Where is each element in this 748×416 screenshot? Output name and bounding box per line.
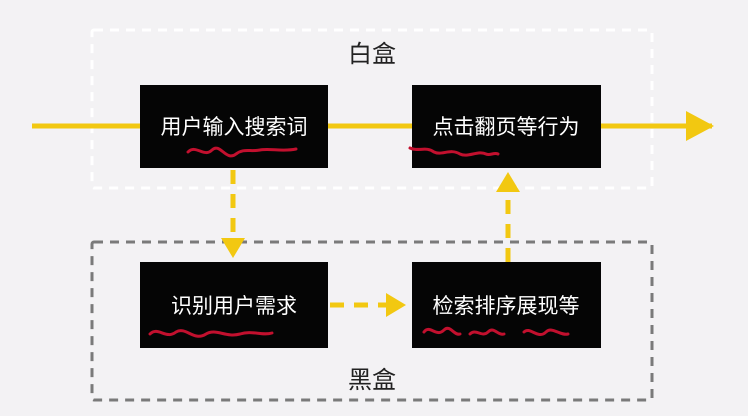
node-retrieval-ranking: 检索排序展现等 xyxy=(412,262,601,348)
node-retrieval-ranking-label: 检索排序展现等 xyxy=(433,294,580,318)
arrow-retrieval-to-actions-head xyxy=(496,172,520,192)
node-identify-needs: 识别用户需求 xyxy=(140,262,328,348)
node-user-input-underline xyxy=(186,146,298,158)
node-identify-needs-underline xyxy=(148,329,274,338)
node-user-actions-label: 点击翻页等行为 xyxy=(433,115,580,139)
node-retrieval-ranking-underline xyxy=(422,326,570,337)
arrow-input-to-needs-head xyxy=(221,238,245,258)
node-user-input: 用户输入搜索词 xyxy=(140,85,328,168)
node-user-actions: 点击翻页等行为 xyxy=(408,85,601,168)
node-identify-needs-label: 识别用户需求 xyxy=(171,294,297,318)
black-box-group xyxy=(90,240,654,402)
black-box-title: 黑盒 xyxy=(348,366,396,394)
node-user-actions-underline xyxy=(408,146,500,157)
node-user-input-label: 用户输入搜索词 xyxy=(161,115,308,139)
arrow-needs-to-retrieval-head xyxy=(386,293,406,317)
white-box-group xyxy=(90,28,654,190)
white-box-title: 白盒 xyxy=(348,40,396,68)
